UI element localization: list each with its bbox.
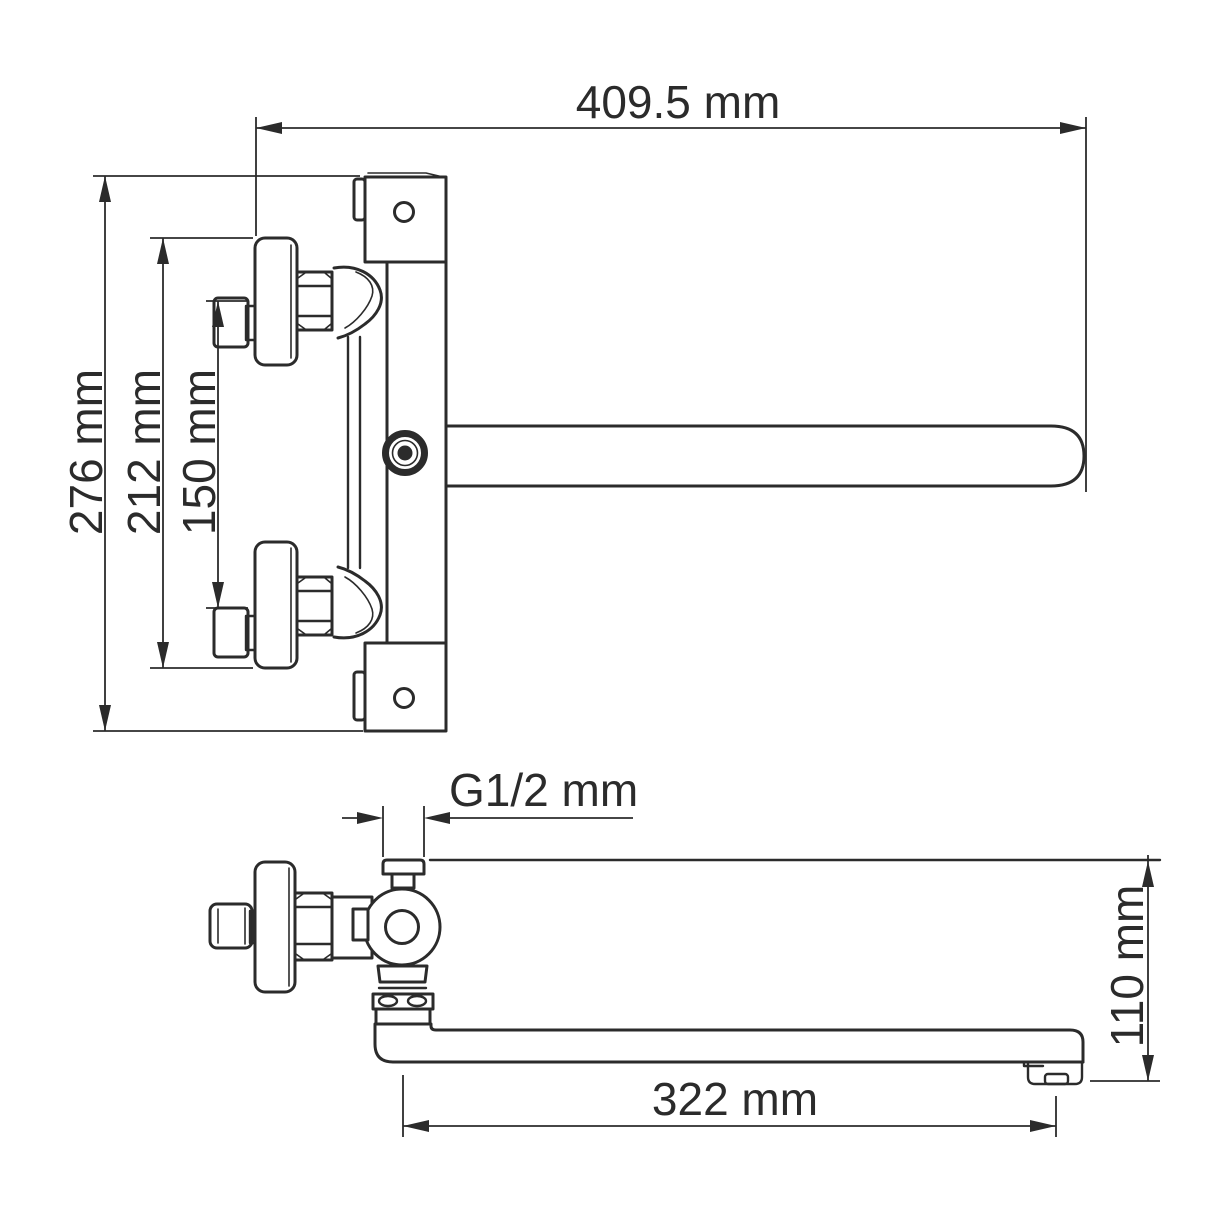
handle-knob-side	[208, 902, 254, 950]
dimension-inlet-spacing: 150 mm	[173, 300, 248, 609]
arrowhead-top	[1142, 861, 1154, 887]
arrowhead-bottom	[99, 705, 111, 731]
dimension-handle-span: 212 mm	[118, 237, 253, 669]
aerator-lip	[1022, 1060, 1045, 1068]
lower-flange-tab	[352, 670, 367, 722]
valve-round-body	[362, 887, 442, 967]
spout-front	[444, 424, 1086, 488]
arrowhead-bottom	[212, 582, 224, 608]
collar-hole	[406, 994, 428, 1008]
arrowhead-bottom	[157, 642, 169, 668]
dimension-label: 212 mm	[118, 369, 170, 535]
dimension-label: 322 mm	[652, 1073, 818, 1125]
aerator-nozzle	[1043, 1072, 1070, 1086]
outlet-inner-ring	[391, 439, 419, 467]
arrowhead-right	[424, 812, 450, 824]
hex-chamfers	[295, 893, 332, 960]
dimension-thread-size: G1/2 mm	[342, 764, 638, 857]
hex-nut-side	[293, 891, 334, 962]
lower-handle-assembly	[212, 540, 334, 670]
arrowhead-right	[1060, 122, 1086, 134]
arrowhead-top	[99, 176, 111, 202]
arrowhead-left	[403, 1120, 429, 1132]
dimension-spout-height: 110 mm	[1090, 855, 1160, 1082]
dimension-spout-length: 322 mm	[402, 1073, 1057, 1137]
arrowhead-top	[157, 238, 169, 264]
outlet-hole	[397, 445, 413, 461]
lower-escutcheon-fill	[334, 567, 382, 638]
dimension-label: G1/2 mm	[449, 764, 638, 816]
front-view: 409.5 mm 276 mm 212 mm 150 mm	[60, 76, 1087, 733]
valve-center-hole	[384, 909, 420, 945]
upper-escutcheon	[332, 265, 383, 340]
stack-taper	[376, 964, 429, 984]
arrowhead-right	[1030, 1120, 1056, 1132]
hex-chamfers	[297, 577, 332, 635]
lower-hex-nut	[295, 575, 334, 637]
valve-body-side	[330, 858, 442, 967]
lower-escutcheon	[332, 565, 383, 640]
side-view: G1/2 mm 322 mm 110 mm	[208, 764, 1162, 1137]
lower-escutcheon-inner-line	[344, 576, 374, 634]
spout-side	[373, 1022, 1085, 1086]
arrowhead-top	[212, 301, 224, 327]
collar-hole	[377, 994, 399, 1008]
lower-mounting-hole	[393, 687, 415, 709]
upper-flange-tab	[352, 177, 367, 222]
upper-wall-flange	[363, 175, 448, 264]
arrowhead-left	[357, 812, 383, 824]
lower-inlet-connector	[212, 606, 250, 659]
dimension-label: 110 mm	[1101, 885, 1153, 1048]
upper-mounting-hole	[393, 201, 415, 223]
hex-chamfers	[297, 272, 332, 330]
upper-handle-assembly	[212, 236, 334, 367]
dimension-label: 409.5 mm	[576, 76, 781, 128]
outlet-ring	[382, 430, 428, 476]
valve-keyway-notch	[351, 907, 370, 942]
thread-connector-neck	[390, 872, 416, 890]
upper-escutcheon-fill	[334, 267, 382, 338]
spout-swivel-stack	[371, 964, 435, 1026]
arrowhead-left	[256, 122, 282, 134]
lower-wall-flange	[363, 641, 448, 733]
dimension-spout-reach: 409.5 mm	[255, 76, 1087, 492]
dimension-label: 276 mm	[60, 369, 112, 535]
mixer-body-front	[332, 172, 448, 733]
upper-escutcheon-inner-line	[344, 271, 374, 329]
handle-assembly-side	[208, 860, 334, 994]
dimension-overall-height: 276 mm	[60, 175, 363, 732]
dimension-label: 150 mm	[173, 369, 225, 535]
swivel-ring	[374, 1007, 432, 1026]
spout-top-edge	[429, 1022, 1085, 1064]
thread-connector-cap	[381, 858, 426, 876]
shower-outlet-port	[382, 430, 428, 476]
upper-hex-nut	[295, 270, 334, 332]
arrowhead-bottom	[1142, 1055, 1154, 1081]
spout-bottom-edge	[373, 1022, 1085, 1064]
